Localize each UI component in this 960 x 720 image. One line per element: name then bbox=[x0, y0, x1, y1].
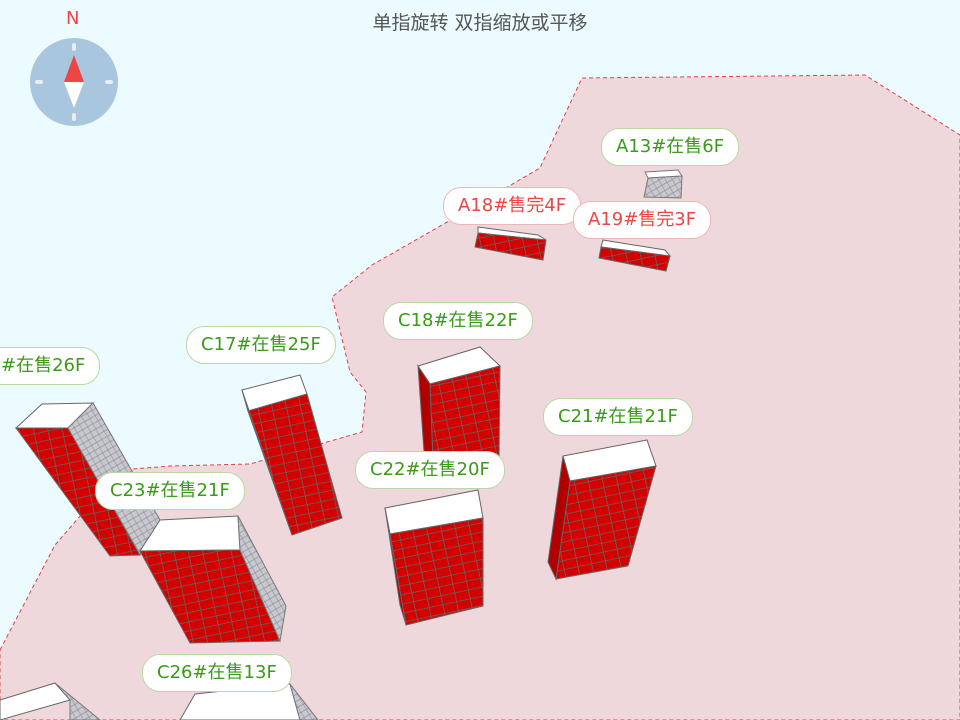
gesture-hint: 单指旋转 双指缩放或平移 bbox=[372, 12, 588, 34]
label-c-26f[interactable]: #在售26F bbox=[0, 347, 101, 385]
building-c26[interactable] bbox=[179, 683, 319, 720]
label-a18[interactable]: A18#售完4F bbox=[443, 187, 582, 225]
label-c18[interactable]: C18#在售22F bbox=[383, 302, 533, 340]
building-a19[interactable] bbox=[598, 239, 672, 272]
building-c23[interactable] bbox=[139, 515, 287, 644]
label-a19[interactable]: A19#售完3F bbox=[573, 201, 712, 239]
building-a13[interactable] bbox=[643, 169, 683, 199]
building-c17[interactable] bbox=[241, 374, 343, 536]
label-c22[interactable]: C22#在售20F bbox=[355, 451, 505, 489]
building-a18[interactable] bbox=[474, 226, 547, 261]
building-bottom-left[interactable] bbox=[0, 682, 101, 720]
building-c18[interactable] bbox=[417, 346, 501, 464]
label-c17[interactable]: C17#在售25F bbox=[186, 326, 336, 364]
compass-icon[interactable] bbox=[30, 38, 118, 126]
building-c22[interactable] bbox=[384, 489, 484, 626]
building-c21[interactable] bbox=[547, 439, 657, 581]
label-c21[interactable]: C21#在售21F bbox=[543, 398, 693, 436]
compass-north-label: N bbox=[66, 8, 80, 29]
label-c23[interactable]: C23#在售21F bbox=[95, 472, 245, 510]
label-c26[interactable]: C26#在售13F bbox=[142, 654, 292, 692]
label-a13[interactable]: A13#在售6F bbox=[601, 128, 740, 166]
